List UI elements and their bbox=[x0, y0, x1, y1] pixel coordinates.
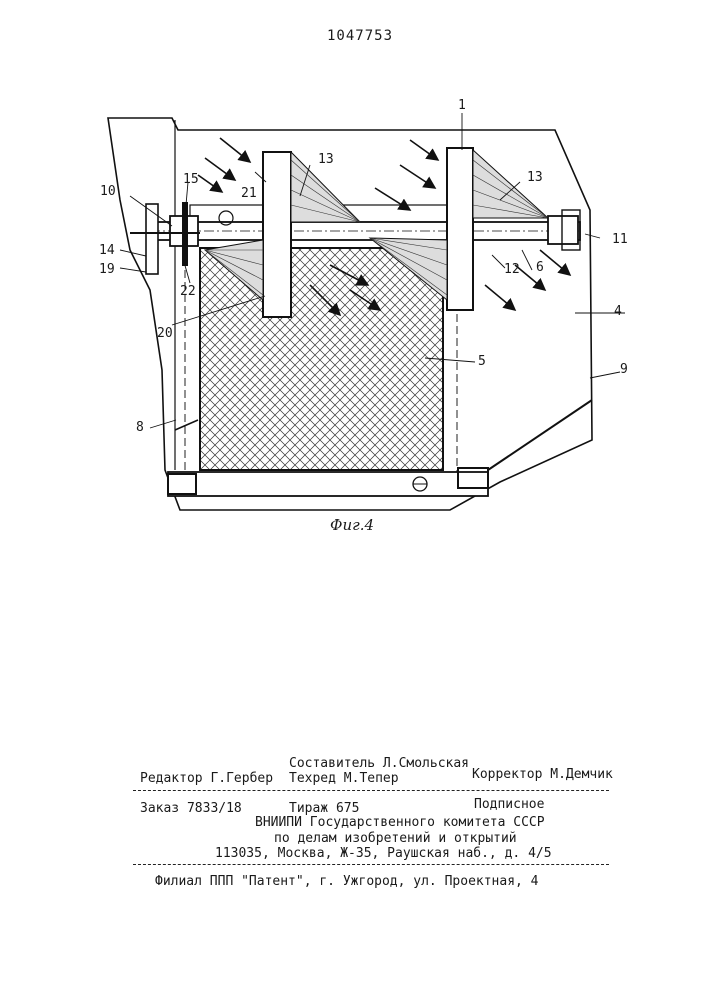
callout-19: 19 bbox=[99, 262, 115, 277]
callout-5: 5 bbox=[478, 354, 486, 369]
circulation: Тираж 675 bbox=[289, 801, 359, 816]
technical-drawing bbox=[0, 0, 707, 560]
left-plate bbox=[175, 420, 198, 430]
deflector-plate bbox=[488, 400, 592, 470]
callout-6: 6 bbox=[536, 260, 544, 275]
callout-8: 8 bbox=[136, 420, 144, 435]
callout-15: 15 bbox=[183, 172, 199, 187]
branch: Филиал ППП "Патент", г. Ужгород, ул. Про… bbox=[155, 874, 539, 889]
divider-2 bbox=[133, 864, 609, 865]
techred: Техред М.Тепер bbox=[289, 771, 399, 786]
callout-11: 11 bbox=[612, 232, 628, 247]
corrector: Корректор М.Демчик bbox=[472, 767, 613, 782]
right-brush-disk bbox=[447, 148, 473, 310]
callout-21: 21 bbox=[241, 186, 257, 201]
callout-4: 4 bbox=[614, 304, 622, 319]
left-brush-disk bbox=[263, 152, 291, 317]
callout-9: 9 bbox=[620, 362, 628, 377]
callout-20: 20 bbox=[157, 326, 173, 341]
callout-22: 22 bbox=[180, 284, 196, 299]
callout-7: 1 bbox=[458, 98, 466, 113]
subscription: Подписное bbox=[474, 797, 544, 812]
bottom-frame bbox=[168, 472, 488, 496]
callout-13-left: 13 bbox=[318, 152, 334, 167]
callout-14: 14 bbox=[99, 243, 115, 258]
figure-caption: Фиг.4 bbox=[330, 516, 374, 534]
filter-mesh bbox=[200, 248, 443, 470]
org-line-2: по делам изобретений и открытий bbox=[274, 831, 517, 846]
callout-13-right: 13 bbox=[527, 170, 543, 185]
editor: Редактор Г.Гербер bbox=[140, 771, 273, 786]
org-line-1: ВНИИПИ Государственного комитета СССР bbox=[255, 815, 545, 830]
callout-12: 12 bbox=[504, 262, 520, 277]
divider-1 bbox=[133, 790, 609, 791]
compiler: Составитель Л.Смольская bbox=[289, 756, 469, 771]
right-bearing bbox=[548, 216, 578, 244]
order: Заказ 7833/18 bbox=[140, 801, 242, 816]
callout-10: 10 bbox=[100, 184, 116, 199]
address: 113035, Москва, Ж-35, Раушская наб., д. … bbox=[215, 846, 552, 861]
